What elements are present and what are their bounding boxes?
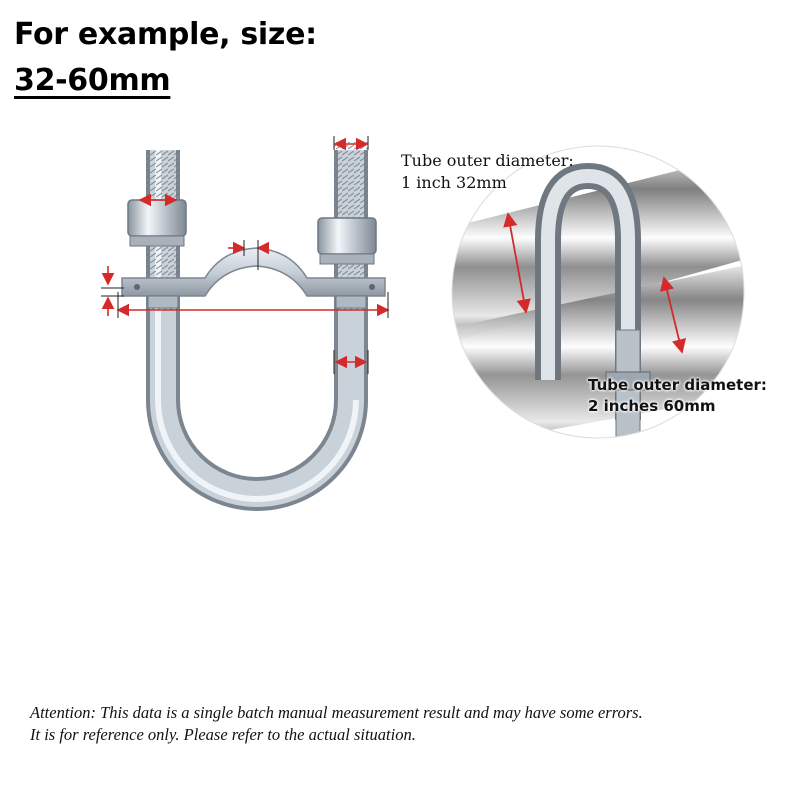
attention-note-line-2: It is for reference only. Please refer t… bbox=[30, 725, 416, 745]
large-tube-label-line-1: Tube outer diameter: bbox=[588, 376, 767, 394]
small-tube-label-line-2: 1 inch 32mm bbox=[401, 172, 507, 192]
attention-note: Attention: This data is a single batch m… bbox=[30, 702, 643, 747]
small-tube-label: Tube outer diameter: 1 inch 32mm bbox=[401, 150, 574, 193]
large-tube-label: Tube outer diameter: 2 inches 60mm bbox=[588, 375, 767, 417]
title-line-1: For example, size: bbox=[14, 17, 317, 52]
attention-note-line-1: Attention: This data is a single batch m… bbox=[30, 703, 643, 722]
size-range-title: 32-60mm bbox=[14, 63, 171, 98]
large-tube-label-line-2: 2 inches 60mm bbox=[588, 397, 716, 415]
small-tube-label-line-1: Tube outer diameter: bbox=[401, 151, 574, 170]
